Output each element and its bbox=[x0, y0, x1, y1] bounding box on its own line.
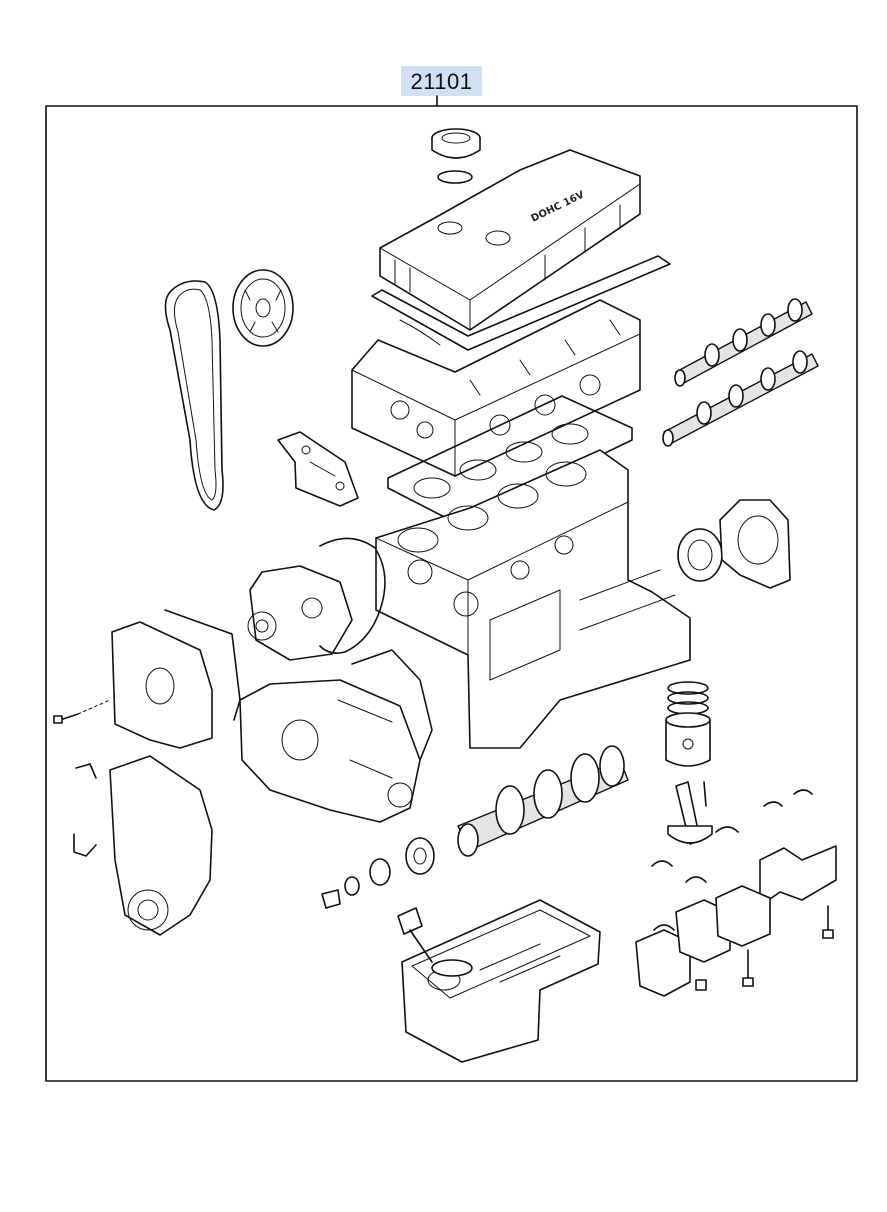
timing-cover-gasket[interactable] bbox=[164, 609, 241, 721]
water-pump[interactable] bbox=[247, 565, 353, 661]
front-case-gasket[interactable] bbox=[351, 649, 433, 761]
exhaust-camshaft[interactable] bbox=[662, 350, 819, 447]
lower-timing-cover[interactable] bbox=[109, 755, 213, 936]
camshaft-sprocket[interactable] bbox=[232, 269, 294, 347]
oil-pan[interactable] bbox=[401, 899, 601, 1063]
cylinder-block[interactable] bbox=[375, 449, 691, 749]
crank-pulley-bolt[interactable] bbox=[321, 889, 341, 909]
cylinder-head[interactable] bbox=[351, 299, 641, 477]
diagram-frame bbox=[45, 95, 858, 1082]
timing-belt[interactable] bbox=[164, 280, 224, 511]
piston[interactable] bbox=[665, 712, 711, 767]
rear-seal-housing[interactable] bbox=[719, 499, 791, 589]
main-bearing-shells[interactable] bbox=[651, 789, 813, 931]
upper-timing-cover[interactable] bbox=[111, 621, 213, 749]
valve-cover[interactable]: DOHC 16V bbox=[379, 149, 641, 331]
intake-camshaft[interactable] bbox=[674, 298, 813, 387]
rear-oil-seal[interactable] bbox=[677, 528, 723, 582]
piston-rings[interactable] bbox=[667, 681, 709, 715]
part-number-label[interactable]: 21101 bbox=[410, 69, 473, 94]
part-number-highlight bbox=[401, 66, 482, 96]
crankshaft[interactable] bbox=[457, 745, 629, 857]
crank-pulley-washer[interactable] bbox=[344, 858, 391, 896]
water-pump-gasket[interactable] bbox=[319, 537, 386, 654]
oil-strainer[interactable] bbox=[397, 907, 473, 977]
connecting-rod[interactable] bbox=[667, 781, 713, 845]
engine-mount-bracket[interactable] bbox=[277, 431, 359, 507]
main-bearing-caps[interactable] bbox=[635, 845, 837, 997]
oil-pump-front-case[interactable] bbox=[239, 679, 421, 823]
filler-cap-o-ring[interactable] bbox=[437, 170, 473, 184]
crankshaft-sprocket[interactable] bbox=[405, 837, 435, 875]
valve-cover-gasket[interactable] bbox=[371, 255, 671, 351]
cover-seal-strip[interactable] bbox=[73, 763, 97, 857]
cover-bolt[interactable] bbox=[53, 699, 111, 724]
oil-filler-cap[interactable] bbox=[431, 128, 481, 159]
main-cap-bolts[interactable] bbox=[695, 905, 834, 991]
